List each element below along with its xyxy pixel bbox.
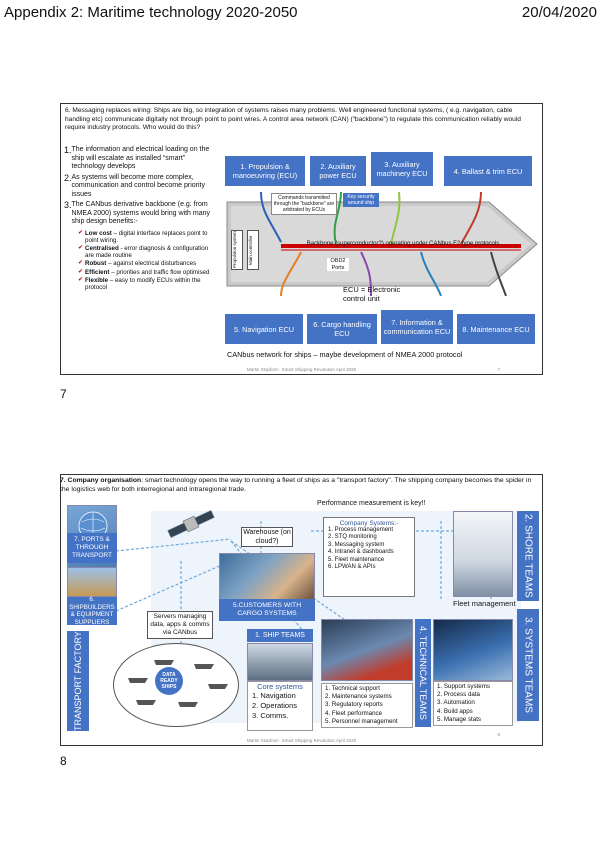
ecu-information-communication: 7. Information & communication ECU [381, 310, 453, 344]
check-icon: ✔ [78, 229, 84, 236]
list-item: 5. Personnel management [325, 717, 398, 725]
shipbuilders-label: 6. SHIPBUILDERS & EQUIPMENT SUPPLIERS [67, 596, 117, 626]
warehouse-photo [219, 553, 315, 601]
header-date: 20/04/2020 [521, 4, 597, 21]
warehouse-label: Warehouse (on cloud?) [241, 527, 293, 547]
check-icon: ✔ [78, 268, 84, 275]
technical-teams-label: 4. TECHNICAL TEAMS [415, 619, 431, 727]
page-number-7: 7 [60, 387, 67, 401]
list-item: 1. Support systems [437, 683, 490, 690]
customers-label: 5.CUSTOMERS WITH CARGO SYSTEMS [219, 599, 315, 621]
core-systems-box: Core systems 1. Navigation 2. Operations… [247, 681, 313, 731]
ecu-propulsion: 1. Propulsion & manoeuvring (ECU) [225, 156, 305, 186]
systems-list: 1. Support systems 2. Process data 3. Au… [433, 681, 513, 727]
core-list: 1. Navigation 2. Operations 3. Comms. [252, 691, 308, 721]
list-item: 5. Manage stats [437, 715, 482, 723]
ecu-auxiliary-machinery: 3. Auxiliary machinery ECU [371, 152, 433, 186]
point-3: 3.The CANbus derivative backbone (e.g. f… [64, 200, 211, 225]
ecu-navigation: 5. Navigation ECU [225, 314, 303, 344]
perf-note: Performance measurement is key!! [317, 500, 426, 507]
benefits-list: ✔Low cost – digital interface replaces p… [78, 230, 212, 292]
security-note: Key security around ship [343, 193, 379, 207]
list-item: 3. Regulatory reports [325, 701, 383, 709]
satellite-icon [163, 509, 219, 539]
list-item: 4. Fleet performance [325, 709, 383, 717]
company-systems-box: Company Systems:- 1. Process management … [323, 517, 415, 597]
systems-operator-photo [433, 619, 513, 681]
obd2-label: OBD2 Ports [327, 258, 349, 271]
check-icon: ✔ [78, 260, 84, 267]
list-item: 2. Maintenance systems [325, 693, 392, 701]
ecu-auxiliary-power: 2. Auxiliary power ECU [310, 156, 366, 186]
ecu-cargo-handling: 6. Cargo handling ECU [307, 314, 377, 344]
propulsion-system-label: Propulsion system [231, 230, 243, 270]
ecu-ballast-trim: 4. Ballast & trim ECU [444, 156, 532, 186]
check-icon: ✔ [78, 244, 84, 251]
point-1: 1.The information and electrical loading… [64, 145, 210, 170]
fleet-management-label: Fleet management [453, 599, 516, 608]
main-controller-label: Main controller [247, 230, 259, 270]
list-item: 2. Operations [252, 701, 298, 710]
list-item: 4. Build apps [437, 707, 473, 715]
list-item: 2. Process data [437, 691, 480, 699]
page-header: Appendix 2: Maritime technology 2020-205… [4, 4, 597, 24]
list-item: 4. Intranet & dashboards [328, 549, 394, 556]
commands-note: Commands transmitted through the “backbo… [271, 193, 337, 215]
list-item: 6. LPWAN & APIs [328, 564, 376, 571]
benefit-item: ✔Flexible – easy to modify ECUs within t… [78, 276, 201, 291]
data-ready-label: DATA READY SHIPS [155, 667, 183, 695]
slide7-caption: CANbus network for ships – maybe develop… [227, 350, 463, 359]
technical-list: 1. Technical support 2. Maintenance syst… [321, 683, 413, 729]
slide7-points: 1.The information and electrical loading… [64, 146, 212, 292]
slide8-title: 7. Company organisation: smart technolog… [60, 477, 532, 493]
slide-7: 6. Messaging replaces wiring: Ships are … [60, 103, 543, 375]
list-item: 1. Technical support [325, 685, 380, 692]
shipyard-photo [67, 567, 117, 597]
core-systems-title: Core systems [257, 682, 303, 691]
ports-label: 7. PORTS & THROUGH TRANSPORT [67, 533, 117, 563]
company-systems-title: Company Systems:- [339, 520, 399, 527]
benefit-item: ✔Robust – against electrical disturbance… [78, 260, 197, 268]
list-item: 1. Process management [328, 527, 394, 533]
ecu-definition: ECU = Electronic control unit [343, 285, 401, 303]
ship-teams-label: 1. SHIP TEAMS [247, 629, 313, 642]
benefit-item: ✔Low cost – digital interface replaces p… [78, 229, 208, 244]
slide7-footer: Martin Stopford - Smart Shipping Revolut… [246, 367, 500, 372]
page-number-8: 8 [60, 754, 67, 768]
list-item: 2. STQ monitoring [328, 534, 377, 541]
slide-8: 7. Company organisation: smart technolog… [60, 474, 543, 746]
list-item: 3. Messaging system [328, 541, 385, 548]
slide8-footer: Martin Stopford - Smart Shipping Revolut… [246, 732, 500, 743]
list-item: 1. Navigation [252, 691, 296, 700]
list-item: 3. Automation [437, 699, 475, 707]
shore-teams-label: 2. SHORE TEAMS [517, 511, 539, 601]
can-ship-diagram [226, 192, 538, 296]
benefit-item: ✔Centralised - error diagnosis & configu… [78, 244, 209, 260]
systems-teams-label: 3. SYSTEMS TEAMS [517, 609, 539, 721]
servers-label: Servers managing data, apps & comms via … [147, 611, 213, 639]
ecu-maintenance: 8. Maintenance ECU [457, 314, 535, 344]
company-systems-list: 1. Process management 2. STQ monitoring … [328, 527, 410, 571]
transport-factory-label: TRANSPORT FACTORY [67, 631, 89, 731]
check-icon: ✔ [78, 276, 84, 283]
shore-teams-photo [453, 511, 513, 597]
list-item: 5. Fleet maintenance [328, 556, 385, 563]
slide7-intro: 6. Messaging replaces wiring: Ships are … [65, 107, 521, 132]
backbone-label: Backbone (superconductor?) operating und… [306, 241, 500, 247]
ship-bridge-photo [247, 643, 313, 681]
list-item: 3. Comms. [252, 711, 289, 720]
appendix-title: Appendix 2: Maritime technology 2020-205… [4, 4, 298, 21]
benefit-item: ✔Efficient – priorities and traffic flow… [78, 268, 210, 276]
point-2: 2.As systems will become more complex, c… [64, 172, 205, 198]
technician-photo [321, 619, 413, 681]
